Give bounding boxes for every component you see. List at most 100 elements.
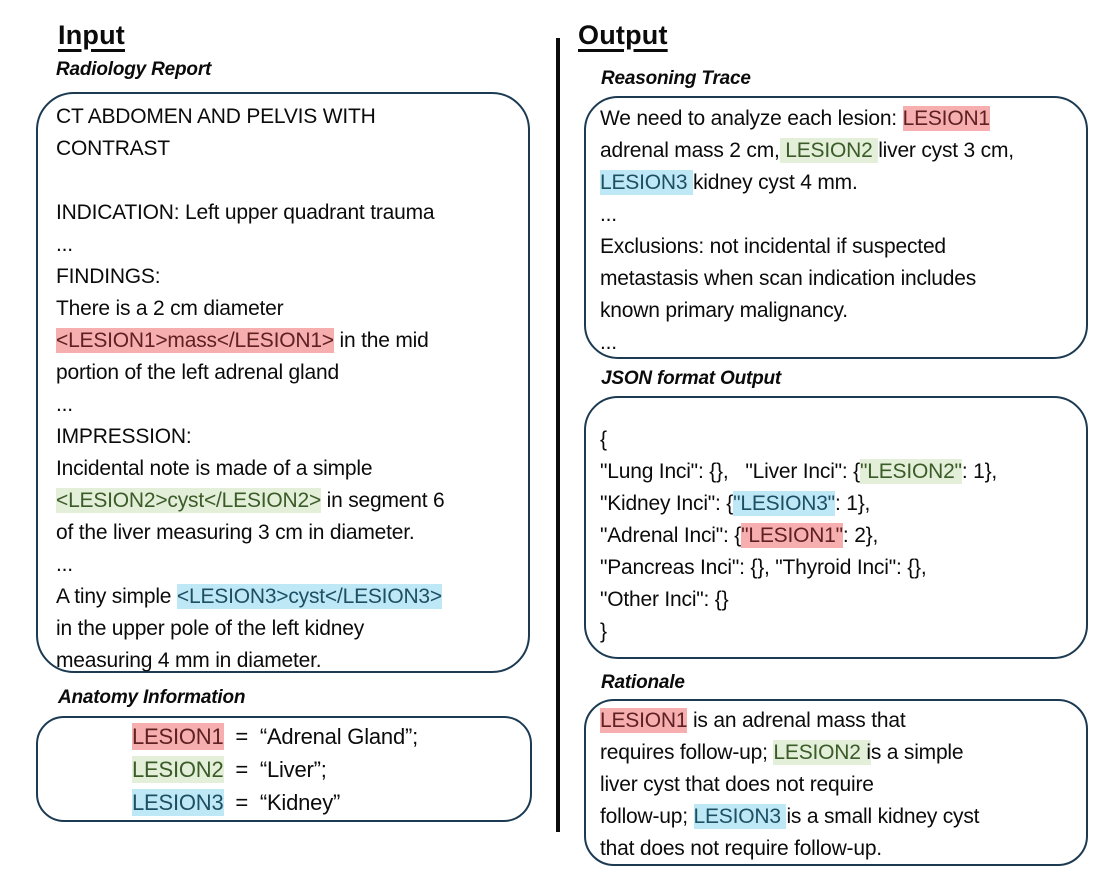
text-segment: follow-up;: [600, 805, 694, 828]
text-line: LESION2 = “Liver”;: [132, 753, 522, 786]
text-segment: = “Adrenal Gland”;: [223, 724, 419, 749]
text-segment: that does not require follow-up.: [600, 837, 882, 860]
reasoning-trace-label: Reasoning Trace: [601, 68, 751, 89]
radiology-report-box: CT ABDOMEN AND PELVIS WITH CONTRAST INDICA…: [36, 92, 530, 673]
text-segment: ...: [56, 233, 73, 256]
text-segment: {: [600, 428, 607, 451]
text-segment: Exclusions: not incidental if suspected: [600, 235, 946, 258]
text-segment: ...: [600, 331, 617, 354]
text-segment: s a simple: [870, 741, 964, 764]
text-segment: metastasis when scan indication includes: [600, 267, 977, 290]
highlight-red: "LESION1": [741, 523, 843, 548]
text-line: A tiny simple <LESION3>cyst</LESION3>: [56, 581, 516, 613]
text-segment: "Kidney Inci": {: [600, 492, 734, 515]
text-line: ...: [56, 229, 516, 261]
text-line: liver cyst that does not require: [600, 769, 1078, 801]
text-line: "Lung Inci": {}, "Liver Inci": {"LESION2…: [600, 456, 1078, 488]
text-line: of the liver measuring 3 cm in diameter.: [56, 517, 516, 549]
text-line: {: [600, 424, 1078, 456]
text-segment: is an adrenal mass that: [687, 709, 906, 732]
text-segment: in the upper pole of the left kidney: [56, 617, 365, 640]
column-divider: [556, 38, 560, 832]
text-segment: There is a 2 cm diameter: [56, 297, 284, 320]
text-segment: INDICATION: Left upper quadrant trauma: [56, 201, 435, 224]
text-line: portion of the left adrenal gland: [56, 357, 516, 389]
text-segment: of the liver measuring 3 cm in diameter.: [56, 521, 415, 544]
text-line: ...: [600, 327, 1078, 359]
text-line: follow-up; LESION3 is a small kidney cys…: [600, 801, 1078, 833]
highlight-blue: "LESION3": [733, 491, 835, 516]
text-line: LESION3 kidney cyst 4 mm.: [600, 167, 1078, 199]
text-segment: : 2},: [842, 524, 879, 547]
highlight-blue: <LESION3>cyst</LESION3>: [176, 584, 442, 609]
text-line: metastasis when scan indication includes: [600, 263, 1078, 295]
highlight-red: LESION1: [600, 708, 688, 733]
anatomy-information-label: Anatomy Information: [58, 687, 246, 708]
text-segment: in segment 6: [321, 489, 445, 512]
text-segment: "Other Inci": {}: [600, 588, 729, 611]
text-segment: = “Kidney”: [223, 790, 341, 815]
text-line: [56, 165, 516, 197]
json-format-output-label: JSON format Output: [601, 368, 782, 389]
text-line: LESION3 = “Kidney”: [132, 786, 522, 819]
highlight-green: LESION2: [773, 740, 861, 765]
text-segment: ...: [56, 393, 73, 416]
text-line: }: [600, 616, 1078, 648]
text-segment: in the mid: [333, 329, 429, 352]
text-segment: "Pancreas Inci": {}, "Thyroid Inci": {},: [600, 556, 927, 579]
rationale-label: Rationale: [601, 672, 685, 693]
text-segment: adrenal mass 2 cm,: [600, 139, 780, 162]
highlight-green: LESION2: [779, 138, 879, 163]
text-segment: "Lung Inci": {}, "Liver Inci": {: [600, 460, 860, 483]
output-column-title: Output: [578, 20, 668, 50]
text-line: "Pancreas Inci": {}, "Thyroid Inci": {},: [600, 552, 1078, 584]
text-line: INDICATION: Left upper quadrant trauma: [56, 197, 516, 229]
highlight-blue: LESION3: [693, 804, 787, 829]
text-line: LESION1 = “Adrenal Gland”;: [132, 720, 522, 753]
text-segment: CT ABDOMEN AND PELVIS WITH: [56, 105, 376, 128]
highlight-green: LESION2: [132, 756, 224, 783]
text-line: measuring 4 mm in diameter.: [56, 645, 516, 677]
text-line: requires follow-up; LESION2 is a simple: [600, 737, 1078, 769]
text-segment: = “Liver”;: [223, 757, 327, 782]
highlight-green: "LESION2": [860, 459, 962, 484]
json-format-output-box: {"Lung Inci": {}, "Liver Inci": {"LESION…: [584, 396, 1088, 659]
rationale-box: LESION1 is an adrenal mass that requires …: [584, 699, 1088, 866]
text-line: "Kidney Inci": {"LESION3": 1},: [600, 488, 1078, 520]
text-segment: requires follow-up;: [600, 741, 774, 764]
text-segment: "Adrenal Inci": {: [600, 524, 742, 547]
reasoning-trace-box: We need to analyze each lesion: LESION1 a…: [584, 96, 1088, 359]
text-line: that does not require follow-up.: [600, 833, 1078, 865]
text-segment: known primary malignancy.: [600, 299, 848, 322]
text-line: ...: [56, 549, 516, 581]
highlight-red: LESION1: [902, 106, 990, 131]
text-segment: We need to analyze each lesion:: [600, 107, 903, 130]
text-segment: measuring 4 mm in diameter.: [56, 649, 322, 672]
text-segment: kidney cyst 4 mm.: [692, 171, 858, 194]
text-line: CONTRAST: [56, 133, 516, 165]
rationale-text: LESION1 is an adrenal mass that requires …: [600, 705, 1078, 865]
text-segment: ...: [600, 203, 617, 226]
text-segment: : 1},: [834, 492, 871, 515]
highlight-blue: LESION3: [132, 789, 224, 816]
text-segment: liver cyst that does not require: [600, 773, 874, 796]
anatomy-information-box: LESION1 = “Adrenal Gland”;LESION2 = “Liv…: [36, 716, 532, 822]
highlight-green: <LESION2>cyst</LESION2>: [56, 488, 322, 513]
text-segment: ...: [56, 553, 73, 576]
text-segment: }: [600, 620, 607, 643]
highlight-red: LESION1: [132, 723, 224, 750]
radiology-report-text: CT ABDOMEN AND PELVIS WITH CONTRAST INDICA…: [56, 101, 516, 677]
text-segment: FINDINGS:: [56, 265, 161, 288]
text-line: "Adrenal Inci": {"LESION1": 2},: [600, 520, 1078, 552]
anatomy-information-text: LESION1 = “Adrenal Gland”;LESION2 = “Liv…: [132, 720, 522, 819]
text-segment: CONTRAST: [56, 137, 170, 160]
text-line: in the upper pole of the left kidney: [56, 613, 516, 645]
radiology-report-label: Radiology Report: [56, 59, 212, 80]
text-line: known primary malignancy.: [600, 295, 1078, 327]
highlight-red: <LESION1>mass</LESION1>: [56, 328, 334, 353]
text-line: <LESION1>mass</LESION1> in the mid: [56, 325, 516, 357]
text-segment: A tiny simple: [56, 585, 177, 608]
highlight-green: i: [860, 740, 871, 765]
text-line: adrenal mass 2 cm, LESION2 liver cyst 3 …: [600, 135, 1078, 167]
